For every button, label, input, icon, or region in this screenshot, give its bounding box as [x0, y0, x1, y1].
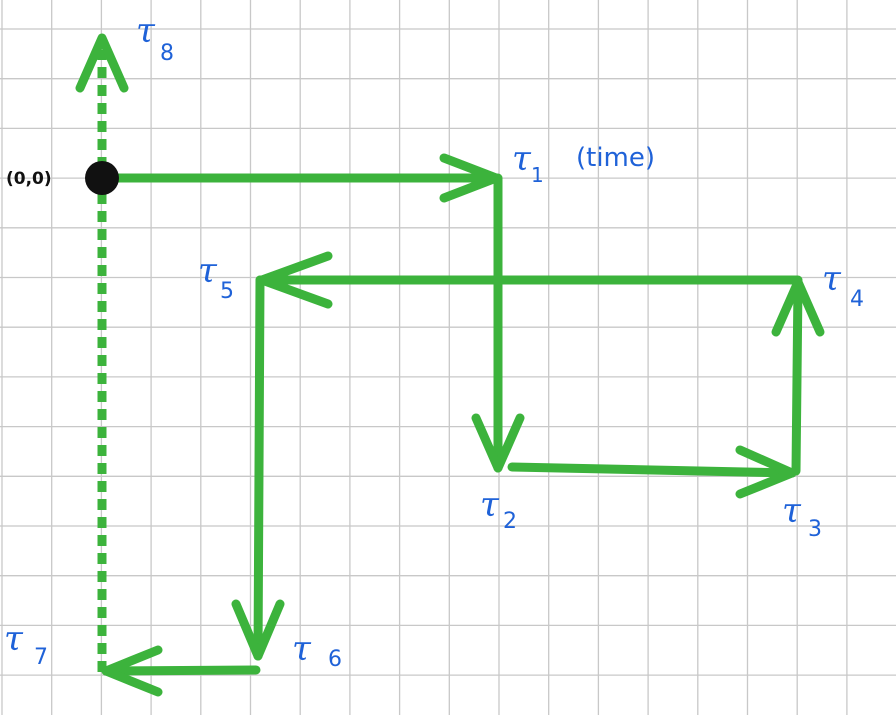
- label-t1-note: (time): [576, 143, 655, 173]
- segment-t3-to-t4: [791, 279, 803, 476]
- label-t1-sub: 1: [531, 163, 544, 187]
- label-t1: τ 1 (time): [512, 139, 655, 187]
- label-t2-glyph: τ: [480, 485, 500, 525]
- label-t1-glyph: τ: [512, 139, 532, 179]
- label-t7-glyph: τ: [4, 619, 24, 659]
- arrowhead-up-t8: [75, 33, 129, 93]
- label-t6-sub: 6: [328, 647, 342, 672]
- label-t6-glyph: τ: [292, 629, 312, 669]
- label-t4: τ 4: [822, 259, 864, 312]
- segment-t5-to-t6: [253, 275, 265, 661]
- label-t7-sub: 7: [34, 645, 48, 670]
- label-t4-glyph: τ: [822, 259, 842, 299]
- label-t7: τ 7: [4, 619, 48, 670]
- label-t3-glyph: τ: [782, 491, 802, 531]
- label-t8-glyph: τ: [136, 11, 156, 51]
- segment-t6-to-t7: [101, 665, 261, 676]
- label-t3-sub: 3: [808, 517, 822, 542]
- label-t3: τ 3: [782, 491, 822, 542]
- label-t4-sub: 4: [850, 287, 864, 312]
- label-t5-glyph: τ: [198, 251, 218, 291]
- origin-point: [85, 161, 119, 195]
- segment-t2-to-t3: [507, 462, 797, 478]
- arrowhead-left-t7: [101, 645, 163, 697]
- label-t8-sub: 8: [160, 41, 174, 66]
- arrowhead-down-t6: [231, 599, 285, 661]
- label-t8: τ 8: [136, 11, 174, 66]
- arrowhead-down-t2: [471, 413, 525, 473]
- origin-label: (0,0): [6, 169, 52, 189]
- label-t6: τ 6: [292, 629, 342, 672]
- label-t2: τ 2: [480, 485, 517, 534]
- label-t2-sub: 2: [503, 509, 517, 534]
- label-t5: τ 5: [198, 251, 234, 304]
- label-t5-sub: 5: [220, 279, 234, 304]
